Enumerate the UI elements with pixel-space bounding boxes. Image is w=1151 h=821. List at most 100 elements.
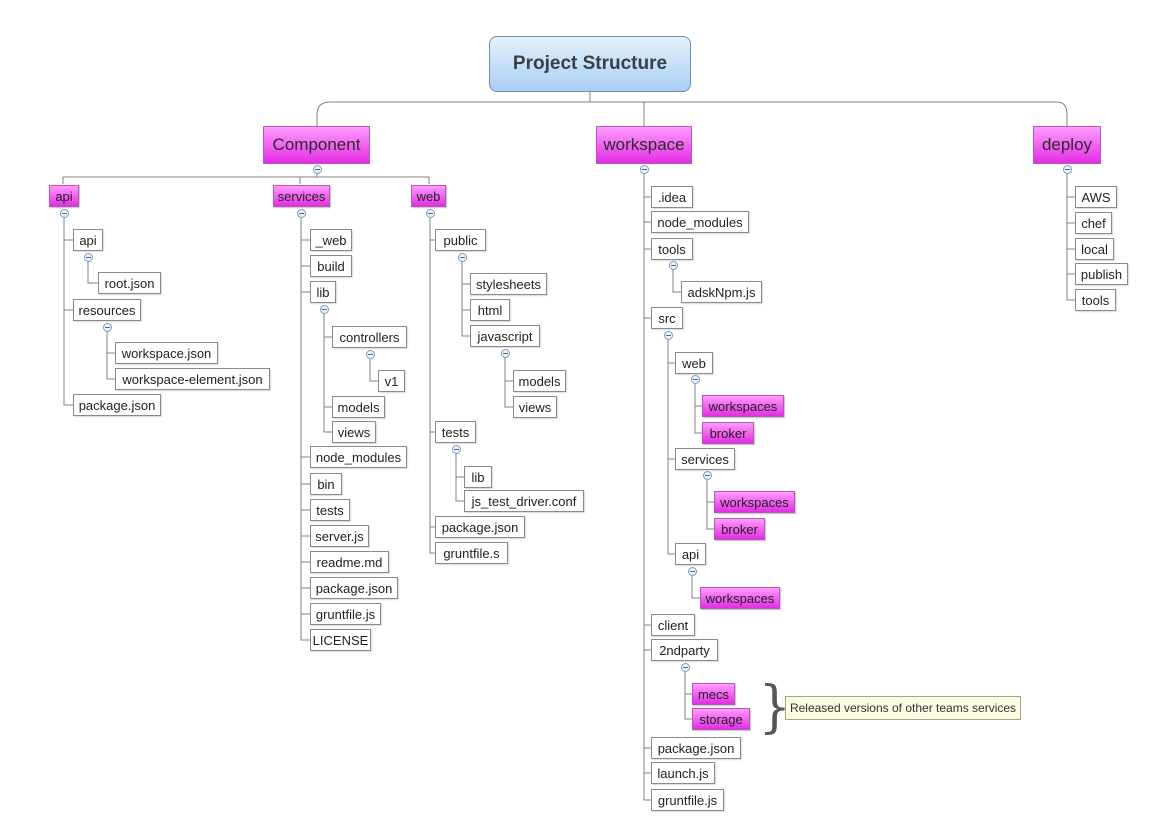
gruntfile-s-node[interactable]: gruntfile.s: [435, 542, 508, 564]
workspace-json-node[interactable]: workspace.json: [115, 342, 218, 364]
workspace-element-json-node[interactable]: workspace-element.json: [115, 368, 270, 390]
node-label: root.json: [104, 275, 155, 291]
src-api-workspaces-node[interactable]: workspaces: [700, 587, 780, 609]
src-services-workspaces-node[interactable]: workspaces: [714, 491, 795, 513]
license-node[interactable]: LICENSE: [310, 629, 371, 651]
readme-md-node[interactable]: readme.md: [310, 551, 389, 573]
chef-node[interactable]: chef: [1075, 212, 1112, 234]
public-node[interactable]: public: [435, 229, 486, 251]
component-label: Component: [272, 135, 361, 154]
collapse-toggle-icon[interactable]: [366, 350, 375, 359]
deploy-topic[interactable]: deploy: [1033, 126, 1101, 164]
workspace-gruntfile-js-node[interactable]: gruntfile.js: [651, 789, 724, 811]
node-label: js_test_driver.conf: [471, 493, 577, 509]
collapse-toggle-icon[interactable]: [313, 165, 322, 174]
collapse-toggle-icon[interactable]: [1063, 165, 1072, 174]
v1-node[interactable]: v1: [378, 370, 405, 392]
server-js-node[interactable]: server.js: [310, 525, 369, 547]
node-label: LICENSE: [312, 632, 369, 648]
collapse-toggle-icon[interactable]: [664, 331, 673, 340]
src-api-node[interactable]: api: [675, 543, 706, 565]
released-versions-note[interactable]: Released versions of other teams service…: [785, 696, 1021, 720]
aws-node[interactable]: AWS: [1075, 186, 1117, 208]
adsknpm-js-node[interactable]: adskNpm.js: [681, 281, 762, 303]
api-api-node[interactable]: api: [73, 229, 103, 251]
workspace-label: workspace: [603, 135, 685, 154]
src-services-node[interactable]: services: [675, 448, 735, 470]
client-node[interactable]: client: [651, 614, 695, 636]
src-web-broker-node[interactable]: broker: [702, 422, 754, 444]
idea-node[interactable]: .idea: [651, 186, 693, 208]
collapse-toggle-icon[interactable]: [703, 471, 712, 480]
bin-node[interactable]: bin: [310, 473, 342, 495]
web-models-node[interactable]: models: [513, 370, 566, 392]
web-topic[interactable]: web: [411, 185, 446, 207]
deploy-tools-node[interactable]: tools: [1075, 289, 1116, 311]
workspace-topic[interactable]: workspace: [596, 126, 692, 164]
js-test-driver-conf-node[interactable]: js_test_driver.conf: [464, 490, 584, 512]
root-title: Project Structure: [512, 53, 668, 74]
web-underscore-node[interactable]: _web: [310, 229, 352, 251]
build-node[interactable]: build: [310, 255, 352, 277]
workspace-tools-node[interactable]: tools: [651, 238, 693, 260]
collapse-toggle-icon[interactable]: [669, 261, 678, 270]
services-models-node[interactable]: models: [332, 396, 385, 418]
node-label: api: [79, 232, 97, 248]
resources-node[interactable]: resources: [73, 299, 141, 321]
collapse-toggle-icon[interactable]: [84, 253, 93, 262]
src-services-broker-node[interactable]: broker: [714, 518, 765, 540]
api-topic[interactable]: api: [49, 185, 79, 207]
root-topic[interactable]: Project Structure: [489, 36, 691, 92]
lib-node[interactable]: lib: [310, 281, 336, 303]
node-label: server.js: [315, 528, 364, 544]
collapse-toggle-icon[interactable]: [688, 567, 697, 576]
services-views-node[interactable]: views: [332, 421, 376, 443]
src-web-node[interactable]: web: [675, 352, 713, 374]
collapse-toggle-icon[interactable]: [320, 305, 329, 314]
collapse-toggle-icon[interactable]: [103, 323, 112, 332]
collapse-toggle-icon[interactable]: [501, 349, 510, 358]
node-label: resources: [78, 302, 136, 318]
src-node[interactable]: src: [651, 307, 683, 329]
node-label: readme.md: [316, 554, 383, 570]
secondparty-node[interactable]: 2ndparty: [651, 639, 718, 661]
launch-js-node[interactable]: launch.js: [651, 762, 715, 784]
collapse-toggle-icon[interactable]: [426, 209, 435, 218]
services-tests-node[interactable]: tests: [310, 499, 350, 521]
node-label: launch.js: [657, 765, 709, 781]
src-web-workspaces-node[interactable]: workspaces: [702, 395, 784, 417]
root-json-node[interactable]: root.json: [98, 272, 161, 294]
web-package-json-node[interactable]: package.json: [435, 516, 525, 538]
component-topic[interactable]: Component: [263, 126, 370, 164]
api-package-json-node[interactable]: package.json: [73, 394, 161, 416]
collapse-toggle-icon[interactable]: [691, 375, 700, 384]
collapse-toggle-icon[interactable]: [458, 253, 467, 262]
controllers-node[interactable]: controllers: [332, 326, 407, 348]
collapse-toggle-icon[interactable]: [640, 165, 649, 174]
workspace-package-json-node[interactable]: package.json: [651, 737, 741, 759]
node-label: controllers: [339, 329, 400, 345]
services-topic[interactable]: services: [273, 185, 330, 207]
web-lib-node[interactable]: lib: [464, 466, 492, 488]
collapse-toggle-icon[interactable]: [681, 663, 690, 672]
services-node-modules-node[interactable]: node_modules: [310, 446, 407, 468]
node-label: workspaces: [720, 494, 789, 510]
services-gruntfile-js-node[interactable]: gruntfile.js: [310, 603, 381, 625]
web-tests-node[interactable]: tests: [435, 421, 476, 443]
local-node[interactable]: local: [1075, 238, 1114, 260]
publish-node[interactable]: publish: [1075, 263, 1128, 285]
stylesheets-node[interactable]: stylesheets: [470, 273, 547, 295]
javascript-node[interactable]: javascript: [470, 325, 540, 347]
node-label: node_modules: [315, 449, 402, 465]
node-label: adskNpm.js: [687, 284, 756, 300]
mecs-node[interactable]: mecs: [692, 683, 735, 705]
storage-node[interactable]: storage: [692, 708, 750, 730]
workspace-node-modules-node[interactable]: node_modules: [651, 211, 749, 233]
collapse-toggle-icon[interactable]: [297, 209, 306, 218]
web-views-node[interactable]: views: [513, 396, 557, 418]
html-node[interactable]: html: [470, 299, 510, 321]
collapse-toggle-icon[interactable]: [60, 209, 69, 218]
services-package-json-node[interactable]: package.json: [310, 577, 398, 599]
collapse-toggle-icon[interactable]: [452, 445, 461, 454]
